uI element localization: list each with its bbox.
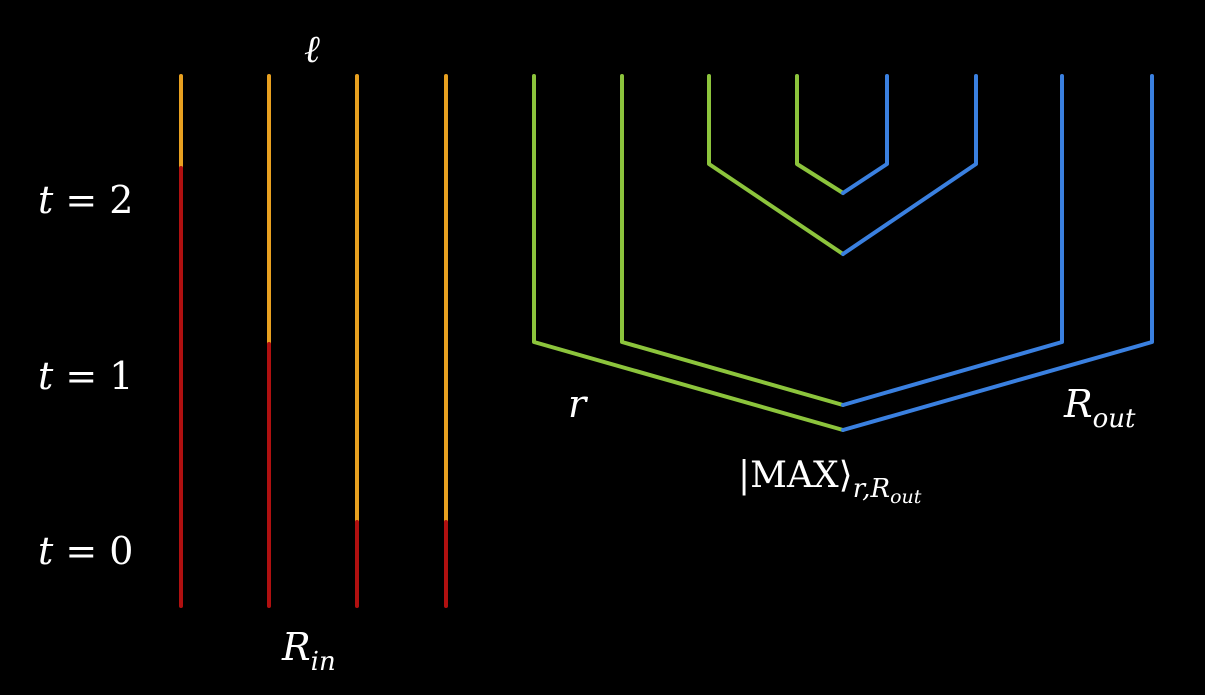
time-eq: = 2 bbox=[53, 178, 134, 222]
time-var: t bbox=[38, 529, 54, 573]
max-sub-out: out bbox=[890, 486, 922, 508]
max-text: MAX bbox=[750, 455, 839, 496]
time-eq: = 1 bbox=[53, 354, 134, 398]
time-eq: = 0 bbox=[53, 529, 134, 573]
v3-green bbox=[620, 74, 845, 407]
r-out-sub: out bbox=[1092, 404, 1136, 434]
r-out-main: R bbox=[1064, 382, 1093, 426]
v4-green bbox=[532, 74, 845, 432]
time-var: t bbox=[38, 178, 54, 222]
v3-blue bbox=[841, 74, 1064, 407]
r-in-main: R bbox=[282, 625, 311, 669]
max-open-bar: | bbox=[738, 455, 751, 496]
v4-blue bbox=[841, 74, 1154, 432]
r-symbol: r bbox=[568, 382, 587, 426]
v1-green bbox=[795, 74, 845, 195]
max-close-bracket: ⟩ bbox=[838, 455, 853, 496]
time-label-2: t = 2 bbox=[38, 181, 133, 219]
left-wires bbox=[179, 74, 448, 608]
ell-symbol: ℓ bbox=[304, 27, 320, 71]
r-out-label: Rout bbox=[1064, 382, 1135, 432]
r-in-label: Rin bbox=[282, 625, 336, 675]
time-var: t bbox=[38, 354, 54, 398]
max-sub-R: R bbox=[870, 474, 891, 504]
r-in-sub: in bbox=[310, 647, 336, 677]
r-label: r bbox=[568, 385, 586, 423]
right-v-wires bbox=[532, 74, 1154, 432]
time-label-0: t = 0 bbox=[38, 532, 133, 570]
v1-blue bbox=[841, 74, 889, 195]
max-state-label: |MAX⟩r,Rout bbox=[738, 455, 921, 507]
max-subscript: r,Rout bbox=[852, 474, 922, 507]
v2-green bbox=[707, 74, 845, 256]
v2-blue bbox=[841, 74, 978, 256]
ell-label: ℓ bbox=[304, 30, 320, 68]
time-label-1: t = 1 bbox=[38, 357, 133, 395]
max-sub-r: r, bbox=[852, 474, 871, 504]
